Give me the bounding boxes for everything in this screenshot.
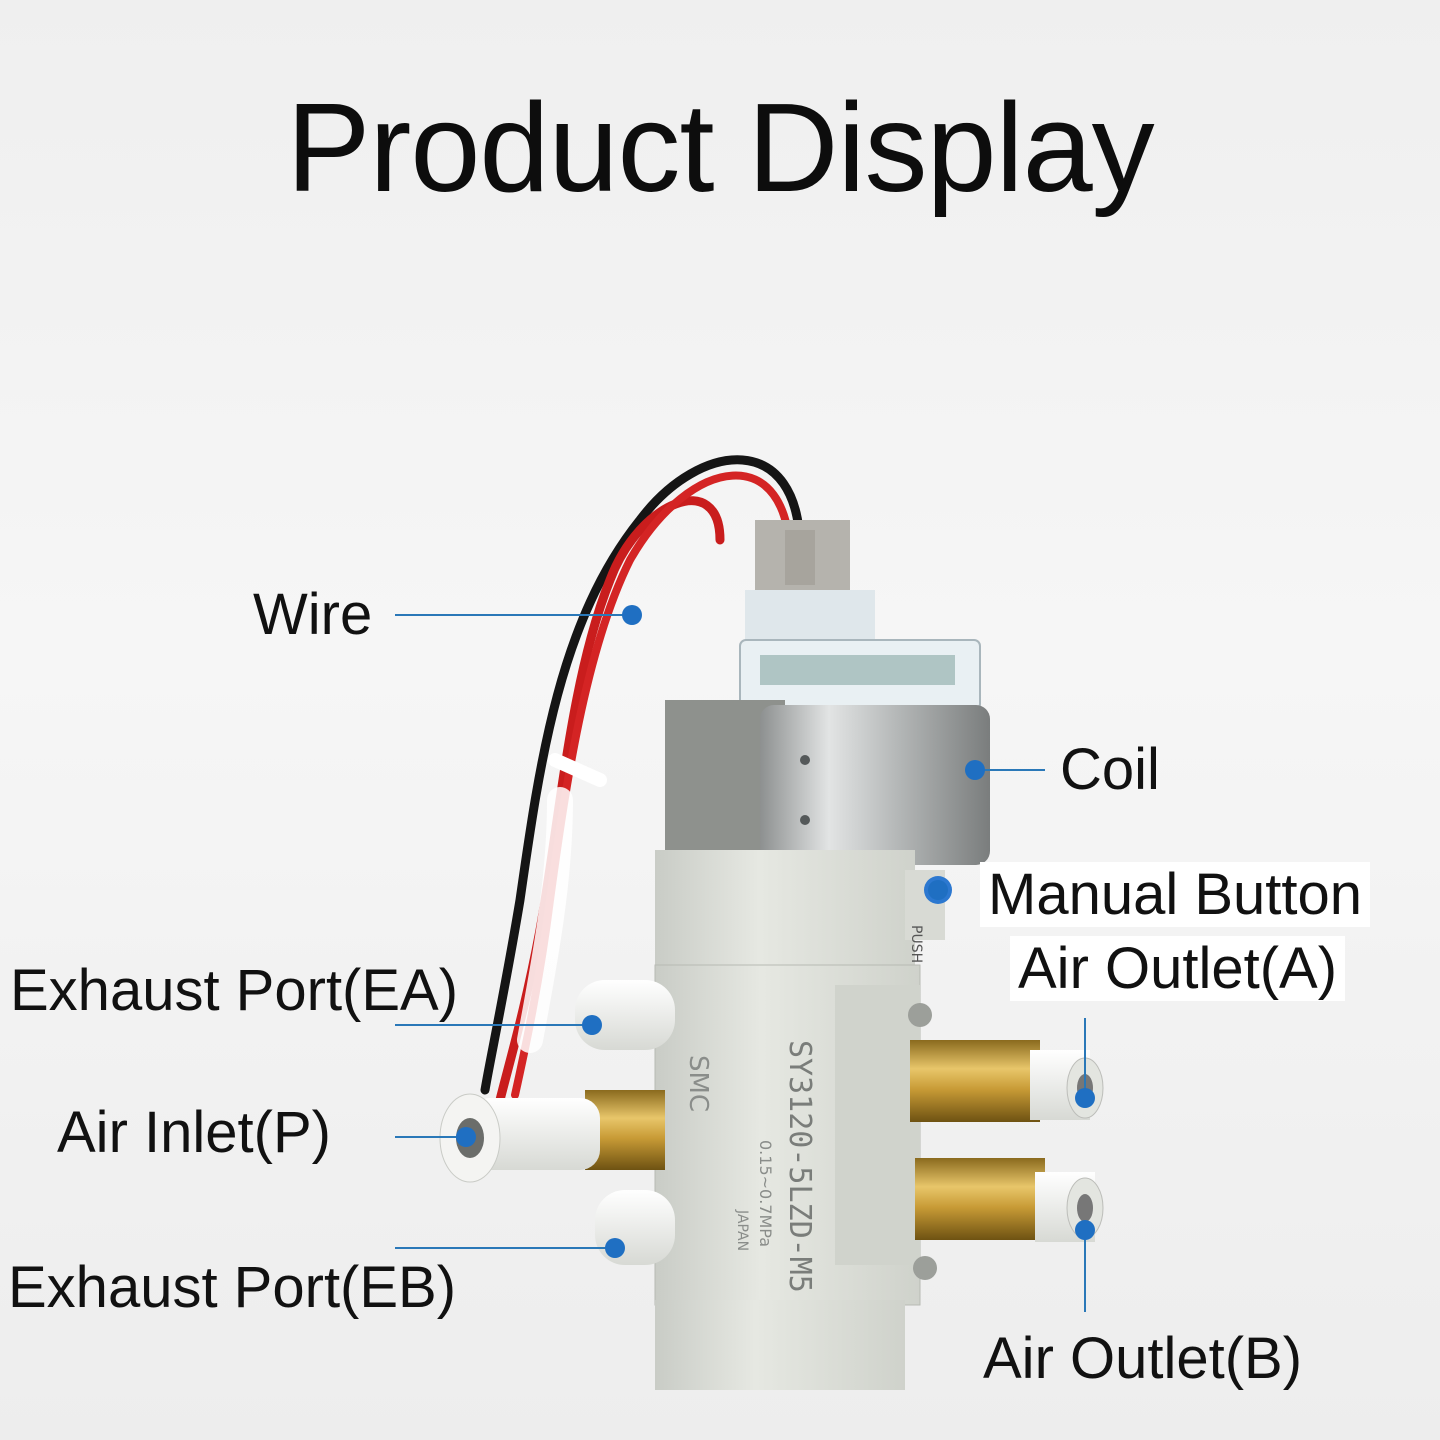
label-exhaust-port-eb: Exhaust Port(EB) (8, 1255, 457, 1320)
manual-button-dot (928, 880, 948, 900)
connector (739, 520, 981, 711)
exhaust-eb-dot (605, 1238, 625, 1258)
label-manual-button: Manual Button (980, 862, 1371, 928)
label-air-outlet-b: Air Outlet(B) (983, 1326, 1303, 1391)
label-wire: Wire (253, 582, 373, 647)
page-title: Product Display (286, 77, 1154, 218)
wire (480, 455, 805, 1105)
svg-text:SY3120-5LZD-M5: SY3120-5LZD-M5 (782, 1040, 817, 1293)
svg-text:SMC: SMC (683, 1055, 713, 1112)
label-coil: Coil (1060, 737, 1160, 802)
air-outlet-b-dot (1075, 1220, 1095, 1240)
exhaust-silencer-ea (575, 980, 675, 1050)
air-outlet-fittings (910, 1040, 1104, 1242)
svg-text:0.15~0.7MPa: 0.15~0.7MPa (756, 1140, 775, 1247)
wire-dot (622, 605, 642, 625)
coil (665, 700, 990, 865)
exhaust-ea-dot (582, 1015, 602, 1035)
svg-text:JAPAN: JAPAN (734, 1209, 750, 1251)
air-outlet-a-dot (1075, 1088, 1095, 1108)
callout-dots (456, 605, 1095, 1258)
label-exhaust-port-ea: Exhaust Port(EA) (10, 958, 459, 1023)
label-air-outlet-a: Air Outlet(A) (1010, 936, 1346, 1002)
callout-lines (395, 614, 1086, 1312)
valve-body: PUSH SY3120-5LZD-M5 SMC 0.15~0.7MPa JAPA… (654, 850, 952, 1390)
air-inlet-dot (456, 1127, 476, 1147)
label-air-inlet-p: Air Inlet(P) (57, 1100, 331, 1165)
svg-text:PUSH: PUSH (908, 925, 924, 963)
coil-dot (965, 760, 985, 780)
